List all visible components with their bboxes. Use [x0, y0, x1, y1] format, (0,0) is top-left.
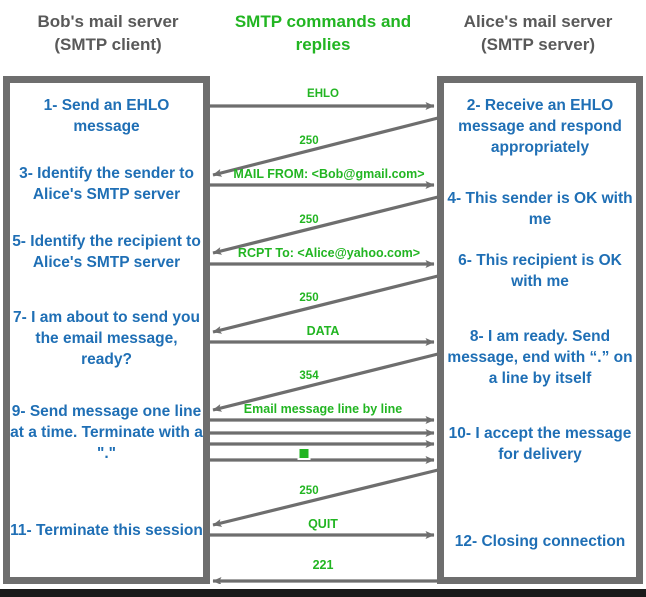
server-step-6: 6- This recipient is OK with me	[458, 252, 622, 290]
server-panel-inner: 2- Receive an EHLO message and respond a…	[444, 83, 636, 577]
client-panel: 1- Send an EHLO message 3- Identify the …	[3, 76, 210, 584]
label-mailfrom: MAIL FROM: <Bob@gmail.com>	[233, 167, 425, 181]
client-step-1: 1- Send an EHLO message	[43, 97, 170, 135]
label-250-c: 250	[299, 292, 319, 304]
header-client-line2: (SMTP client)	[54, 35, 162, 54]
label-250-b: 250	[299, 214, 319, 226]
client-step-9: 9- Send message one line at a time. Term…	[10, 403, 203, 462]
client-panel-inner: 1- Send an EHLO message 3- Identify the …	[10, 83, 203, 577]
header-server: Alice's mail server (SMTP server)	[436, 10, 640, 56]
label-ehlo: EHLO	[307, 88, 339, 100]
label-221: 221	[312, 558, 334, 572]
header-server-line1: Alice's mail server	[463, 12, 613, 31]
header-client-line1: Bob's mail server	[37, 12, 179, 31]
label-354: 354	[299, 370, 319, 382]
label-quit: QUIT	[308, 517, 338, 531]
label-data: DATA	[306, 324, 340, 338]
label-rcptto: RCPT To: <Alice@yahoo.com>	[237, 246, 421, 260]
label-250-d: 250	[299, 485, 319, 497]
arrow-250-a	[212, 116, 439, 177]
label-dot-terminator	[297, 447, 311, 460]
header-middle-line2: replies	[295, 35, 351, 54]
client-step-5: 5- Identify the recipient to Alice's SMT…	[12, 233, 201, 271]
header-server-line2: (SMTP server)	[480, 35, 595, 54]
arrow-250-b	[212, 195, 439, 255]
server-step-12: 12- Closing connection	[454, 533, 626, 550]
client-step-7: 7- I am about to send you the email mess…	[13, 309, 200, 368]
client-step-11: 11- Terminate this session	[10, 522, 203, 539]
message-channel: EHLO 250 MAIL FROM: <Bob@gmail.com> 250 …	[205, 76, 442, 584]
server-step-8: 8- I am ready. Send message, end with “.…	[447, 328, 633, 387]
server-step-2: 2- Receive an EHLO message and respond a…	[458, 97, 622, 156]
arrow-layer	[207, 102, 439, 584]
server-panel: 2- Receive an EHLO message and respond a…	[437, 76, 643, 584]
server-step-10: 10- I accept the message for delivery	[448, 425, 632, 463]
header-middle: SMTP commands and replies	[225, 10, 421, 56]
label-250-a: 250	[299, 135, 319, 147]
server-step-4: 4- This sender is OK with me	[447, 190, 633, 228]
header-middle-line1: SMTP commands and	[234, 12, 412, 31]
bottom-strip	[0, 589, 646, 597]
arrow-354	[212, 352, 439, 412]
header-client: Bob's mail server (SMTP client)	[6, 10, 210, 56]
arrow-250-c	[212, 274, 439, 334]
client-step-3: 3- Identify the sender to Alice's SMTP s…	[19, 165, 194, 203]
label-emaillines: Email message line by line	[243, 402, 403, 416]
arrow-250-d	[212, 468, 439, 527]
